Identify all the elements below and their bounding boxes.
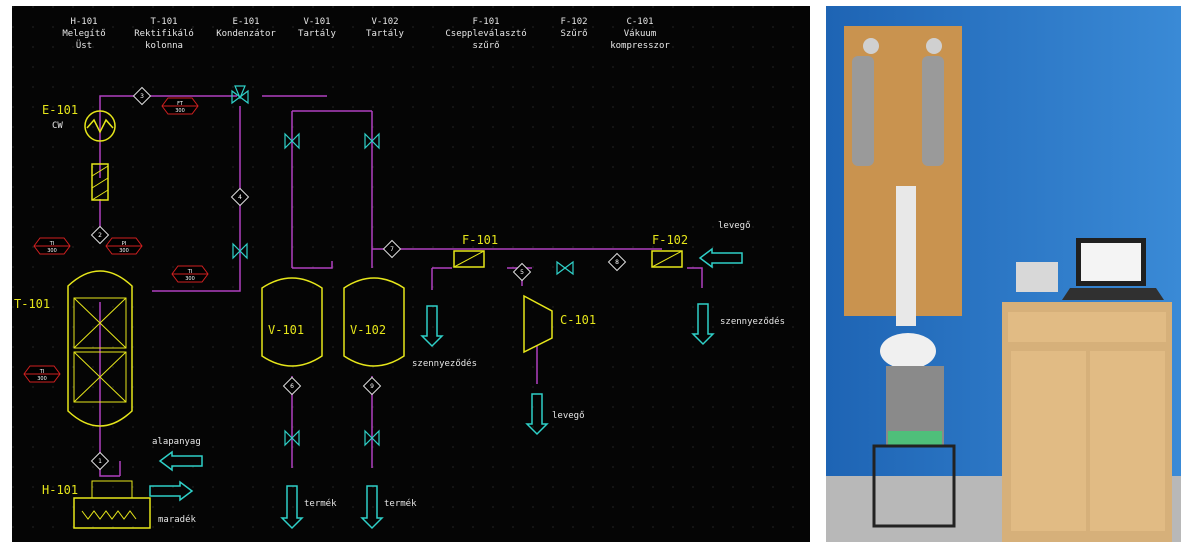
- svg-text:Tartály: Tartály: [298, 29, 337, 39]
- svg-text:TI: TI: [49, 241, 55, 247]
- svg-text:300: 300: [119, 248, 129, 254]
- svg-text:TI: TI: [187, 269, 193, 275]
- svg-text:F-102: F-102: [652, 233, 688, 247]
- svg-text:Rektifikáló: Rektifikáló: [134, 28, 194, 39]
- equipment-photo: [826, 6, 1181, 542]
- green-clamp: [888, 431, 942, 445]
- svg-text:FT: FT: [177, 101, 184, 107]
- svg-text:V-102: V-102: [371, 17, 398, 27]
- pid-diagram-panel: H-101 Melegítő Üst T-101 Rektifikáló kol…: [12, 6, 810, 542]
- label-szennyezodes-1: szennyeződés: [412, 358, 477, 369]
- right-cylinder: [922, 56, 944, 166]
- svg-text:E-101: E-101: [232, 17, 259, 27]
- cabinet-drawer: [1008, 312, 1166, 342]
- svg-text:C-101: C-101: [560, 313, 596, 327]
- svg-text:Tartály: Tartály: [366, 29, 405, 39]
- svg-text:kompresszor: kompresszor: [610, 41, 670, 51]
- svg-text:V-101: V-101: [303, 17, 330, 27]
- pid-diagram: H-101 Melegítő Üst T-101 Rektifikáló kol…: [12, 6, 810, 542]
- photo-illustration: [826, 6, 1181, 542]
- instrument-ti-top: TI 300: [34, 238, 70, 254]
- svg-text:2: 2: [98, 232, 102, 239]
- svg-text:6: 6: [290, 383, 294, 390]
- laptop-display: [1081, 243, 1141, 281]
- svg-text:H-101: H-101: [70, 17, 97, 27]
- label-maradek: maradék: [158, 514, 197, 525]
- svg-text:7: 7: [390, 246, 394, 253]
- instrument-pi: PI 300: [106, 238, 142, 254]
- label-levego-out: levegő: [552, 411, 585, 421]
- svg-text:Kondenzátor: Kondenzátor: [216, 29, 276, 39]
- svg-text:9: 9: [370, 383, 374, 390]
- instrument-ti-mid: TI 300: [24, 366, 60, 382]
- svg-text:300: 300: [185, 276, 195, 282]
- svg-text:Vákuum: Vákuum: [624, 29, 657, 39]
- svg-text:300: 300: [37, 376, 47, 382]
- label-termek-1: termék: [304, 498, 337, 509]
- pressure-gauge-right: [926, 38, 942, 54]
- control-box: [1016, 262, 1058, 292]
- svg-text:TI: TI: [39, 369, 45, 375]
- svg-text:E-101: E-101: [42, 103, 78, 117]
- svg-text:Cseppleválasztó: Cseppleválasztó: [445, 28, 526, 39]
- svg-text:V-101: V-101: [268, 323, 304, 337]
- svg-text:V-102: V-102: [350, 323, 386, 337]
- svg-text:C-101: C-101: [626, 17, 653, 27]
- svg-text:F-101: F-101: [462, 233, 498, 247]
- svg-text:300: 300: [47, 248, 57, 254]
- svg-text:Üst: Üst: [76, 40, 92, 51]
- svg-text:3: 3: [140, 93, 144, 100]
- svg-text:1: 1: [98, 458, 102, 465]
- svg-text:szűrő: szűrő: [472, 41, 499, 51]
- cabinet-door-left: [1011, 351, 1086, 531]
- reactor-head: [880, 333, 936, 369]
- laptop-base: [1062, 288, 1164, 300]
- svg-text:300: 300: [175, 108, 185, 114]
- svg-text:T-101: T-101: [150, 17, 177, 27]
- svg-text:Melegítő: Melegítő: [62, 29, 105, 39]
- svg-text:Szűrő: Szűrő: [560, 29, 587, 39]
- svg-text:8: 8: [615, 259, 619, 266]
- insulated-column: [896, 186, 916, 326]
- label-levego-in: levegő: [718, 221, 751, 231]
- svg-text:kolonna: kolonna: [145, 41, 183, 51]
- instrument-ft: FT 300: [162, 98, 198, 114]
- svg-text:PI: PI: [122, 241, 127, 247]
- pressure-gauge-left: [863, 38, 879, 54]
- svg-text:5: 5: [520, 269, 524, 276]
- instrument-ti-side: TI 300: [172, 266, 208, 282]
- svg-text:F-101: F-101: [472, 17, 499, 27]
- svg-text:4: 4: [238, 194, 242, 201]
- left-cylinder: [852, 56, 874, 166]
- svg-text:F-102: F-102: [560, 17, 587, 27]
- cabinet-door-right: [1090, 351, 1165, 531]
- svg-text:T-101: T-101: [14, 297, 50, 311]
- svg-text:CW: CW: [52, 121, 63, 131]
- label-termek-2: termék: [384, 498, 417, 509]
- label-szennyezodes-2: szennyeződés: [720, 316, 785, 327]
- label-alapanyag: alapanyag: [152, 437, 201, 447]
- svg-text:H-101: H-101: [42, 483, 78, 497]
